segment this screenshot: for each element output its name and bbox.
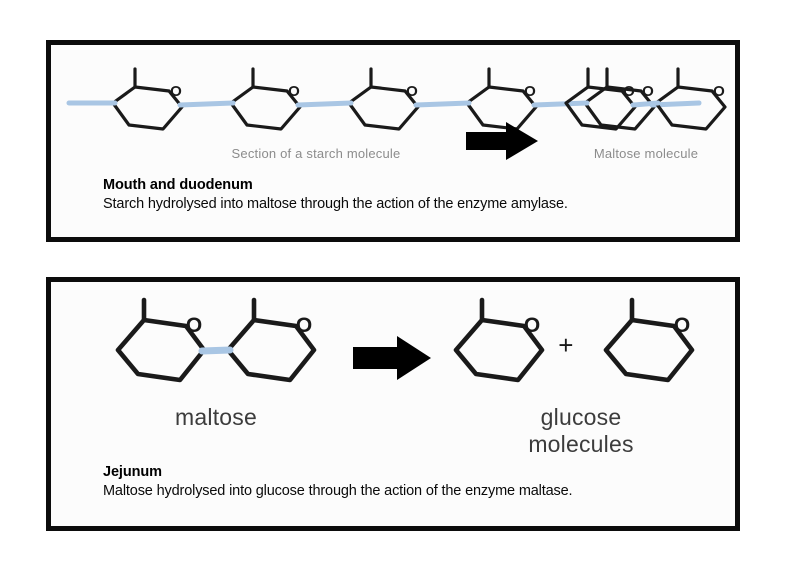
glucose-label-line2: molecules [528,431,634,457]
ring-oxygen-3: O [406,83,418,100]
ring-oxygen-b: O [713,83,725,100]
ring-oxygen-2: O [288,83,300,100]
caption-body: Maltose hydrolysed into glucose through … [103,483,573,499]
glycosidic-bond-1 [177,100,236,108]
pyranose-ring-a [115,297,207,383]
reaction-arrow-starch [464,120,544,162]
ring-oxygen-4: O [524,83,536,100]
ring-oxygen-labels: O O O O O [170,83,654,100]
ring-oxygen-a: O [623,83,635,100]
glycosidic-bond-4 [531,100,590,108]
ring-oxygen-2: O [674,314,690,337]
reaction-arrow-maltose [351,334,437,382]
maltose-molecule-label: Maltose molecule [593,146,699,161]
maltose-label: maltose [175,404,257,430]
glycosidic-bond-product [630,100,661,108]
ring-oxygen-b: O [296,314,312,337]
pyranose-ring-b [225,297,317,383]
starch-molecule-label: Section of a starch molecule [231,146,401,161]
glycosidic-bond-3 [413,100,472,108]
caption-jejunum: Jejunum Maltose hydrolysed into glucose … [103,464,721,499]
arrow-shape [466,122,538,160]
caption-heading: Jejunum [103,464,162,480]
arrow-shape [353,336,431,380]
ring-oxygen-1: O [170,83,182,100]
glucose-ring-1 [453,297,545,383]
glycosidic-bond-2 [295,100,354,108]
pyranose-ring-b [654,67,727,131]
glucose-ring-2 [603,297,695,383]
caption-heading: Mouth and duodenum [103,177,253,193]
starch-reaction-diagram: O O O O O [51,45,735,175]
plus-symbol: + [558,330,574,360]
glucose-products-structure: O O [446,294,716,414]
panel-starch-to-maltose: O O O O O Section of a starch molecule [46,40,740,242]
ring-oxygen-a: O [186,314,202,337]
panel-maltose-to-glucose: O O maltose O [46,277,740,531]
ring-oxygen-1: O [524,314,540,337]
maltose-product-structure: O O [556,55,736,175]
maltose-reactant-structure: O O [106,294,326,414]
glucose-label-line1: glucose [540,404,622,430]
caption-mouth-duodenum: Mouth and duodenum Starch hydrolysed int… [103,177,721,212]
glycosidic-bond [198,346,234,355]
ring-oxygen-5: O [642,83,654,100]
caption-body: Starch hydrolysed into maltose through t… [103,196,568,212]
